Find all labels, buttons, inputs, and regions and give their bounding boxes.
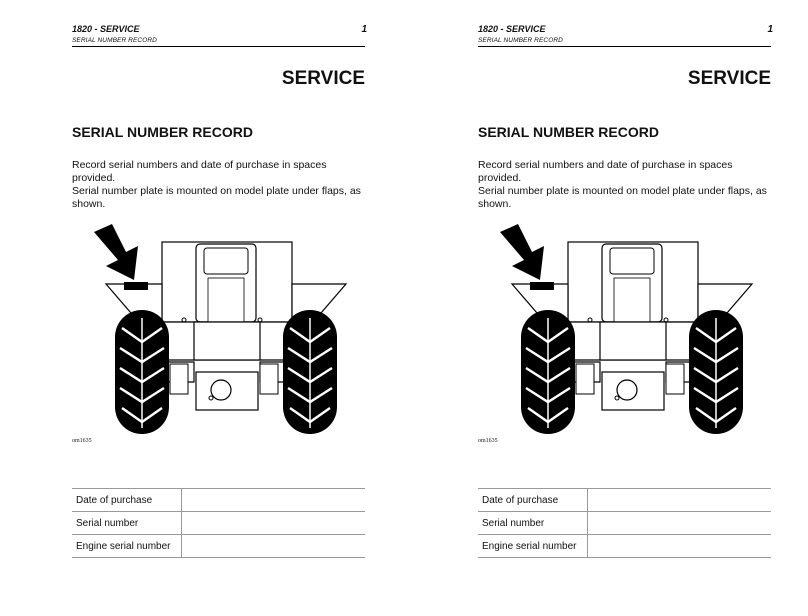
row-label-date-of-purchase: Date of purchase [72, 488, 182, 512]
instructions-line: Record serial numbers and date of purcha… [72, 159, 327, 184]
row-label-serial-number: Serial number [72, 511, 182, 535]
serial-number-field[interactable] [181, 511, 365, 535]
subsection-title: SERIAL NUMBER RECORD [72, 124, 253, 140]
header-title: 1820 - SERVICE [72, 24, 140, 34]
serial-plate-marker [124, 282, 148, 290]
serial-plate-marker [530, 282, 554, 290]
table-row: Serial number [72, 511, 365, 535]
manual-page-right: 1820 - SERVICE 1 SERIAL NUMBER RECORD SE… [406, 0, 808, 616]
header-title: 1820 - SERVICE [478, 24, 546, 34]
tractor-front-illustration [94, 224, 348, 436]
pointer-arrow [94, 224, 138, 280]
instructions-line: Serial number plate is mounted on model … [72, 185, 361, 197]
row-label-engine-serial-number: Engine serial number [478, 534, 588, 558]
figure-code: om1635 [72, 438, 92, 444]
row-label-engine-serial-number: Engine serial number [72, 534, 182, 558]
engine-serial-number-field[interactable] [587, 534, 771, 558]
section-title: SERVICE [281, 68, 365, 89]
instructions-line: Record serial numbers and date of purcha… [478, 159, 733, 184]
header-rule [72, 46, 365, 47]
header-subtitle: SERIAL NUMBER RECORD [478, 37, 563, 44]
row-label-serial-number: Serial number [478, 511, 588, 535]
table-row: Serial number [478, 511, 771, 535]
instructions-paragraph: Record serial numbers and date of purcha… [478, 159, 778, 211]
subsection-title: SERIAL NUMBER RECORD [478, 124, 659, 140]
date-of-purchase-field[interactable] [181, 488, 365, 512]
instructions-line: shown. [478, 198, 512, 210]
date-of-purchase-field[interactable] [587, 488, 771, 512]
instructions-line: Serial number plate is mounted on model … [478, 185, 767, 197]
instructions-paragraph: Record serial numbers and date of purcha… [72, 159, 372, 211]
figure-code: om1635 [478, 438, 498, 444]
table-row: Date of purchase [72, 488, 365, 512]
instructions-line: shown. [72, 198, 106, 210]
table-row: Engine serial number [72, 534, 365, 558]
row-label-date-of-purchase: Date of purchase [478, 488, 588, 512]
serial-record-table: Date of purchase Serial number Engine se… [72, 488, 365, 558]
serial-number-field[interactable] [587, 511, 771, 535]
table-row: Date of purchase [478, 488, 771, 512]
serial-record-table: Date of purchase Serial number Engine se… [478, 488, 771, 558]
manual-page-left: 1820 - SERVICE 1 SERIAL NUMBER RECORD SE… [72, 24, 372, 558]
header-subtitle: SERIAL NUMBER RECORD [72, 37, 157, 44]
page-number: 1 [361, 24, 367, 35]
page-number: 1 [767, 24, 773, 35]
engine-serial-number-field[interactable] [181, 534, 365, 558]
pointer-arrow [500, 224, 544, 280]
tractor-front-illustration [500, 224, 754, 436]
table-row: Engine serial number [478, 534, 771, 558]
header-rule [478, 46, 771, 47]
section-title: SERVICE [687, 68, 771, 89]
